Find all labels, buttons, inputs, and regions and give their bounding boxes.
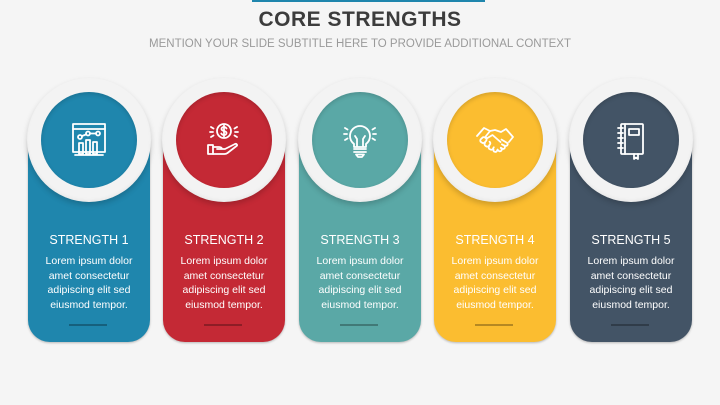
analytics-dashboard-icon (72, 123, 106, 156)
handshake-icon (476, 127, 514, 153)
page-title: CORE STRENGTHS (258, 8, 462, 31)
page-subtitle: MENTION YOUR SLIDE SUBTITLE HERE TO PROV… (149, 38, 571, 50)
strength-title: STRENGTH 5 (591, 233, 671, 247)
icon-disc (41, 92, 137, 188)
strength-description: Lorem ipsum dolor amet consectetur adipi… (587, 255, 675, 311)
lightbulb-icon (343, 125, 377, 158)
icon-ring-4 (433, 78, 557, 202)
divider (69, 324, 107, 326)
icon-ring-5 (569, 78, 693, 202)
strength-description: Lorem ipsum dolor amet consectetur adipi… (180, 255, 268, 311)
divider (611, 324, 649, 326)
strength-title: STRENGTH 2 (184, 233, 264, 247)
icon-disc (447, 92, 543, 188)
strength-description: Lorem ipsum dolor amet consectetur adipi… (316, 255, 404, 311)
notebook-icon (617, 123, 644, 160)
title-accent-bar (252, 0, 485, 2)
icon-disc (312, 92, 408, 188)
strength-title: STRENGTH 3 (320, 233, 400, 247)
icon-ring-3 (298, 78, 422, 202)
strength-description: Lorem ipsum dolor amet consectetur adipi… (451, 255, 539, 311)
icon-disc (176, 92, 272, 188)
hand-dollar-coin-icon (207, 123, 239, 155)
icon-ring-2 (162, 78, 286, 202)
divider (340, 324, 378, 326)
strength-description: Lorem ipsum dolor amet consectetur adipi… (45, 255, 133, 311)
strength-title: STRENGTH 1 (49, 233, 129, 247)
divider (204, 324, 242, 326)
divider (475, 324, 513, 326)
icon-ring-1 (27, 78, 151, 202)
icon-disc (583, 92, 679, 188)
strength-title: STRENGTH 4 (455, 233, 535, 247)
